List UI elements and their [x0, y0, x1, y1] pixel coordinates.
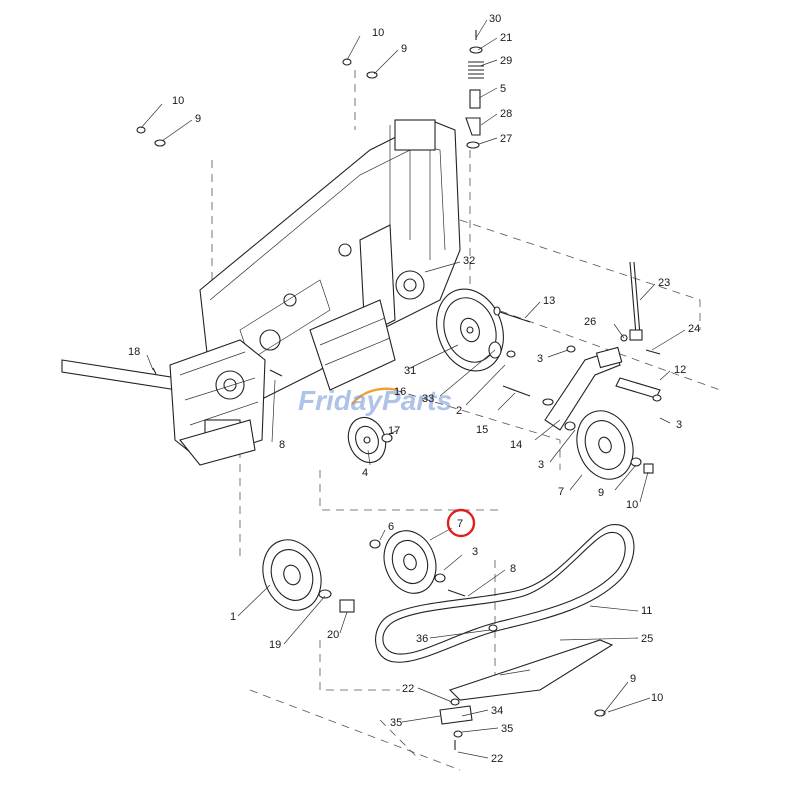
callout-26: 26: [584, 316, 596, 328]
pulley-16: [347, 416, 387, 464]
callout-12: 12: [674, 364, 686, 376]
callout-5: 5: [500, 83, 506, 95]
gearbox-assembly: [61, 339, 266, 466]
callout-25: 25: [641, 633, 653, 645]
assembly-guide-lines: [211, 70, 721, 771]
callout-30: 30: [489, 13, 501, 25]
callout-8-a: 8: [279, 439, 285, 451]
callout-11: 11: [641, 605, 652, 617]
spring-stack: [465, 30, 484, 149]
callout-7-highlighted: 7: [457, 518, 463, 530]
callout-34: 34: [491, 705, 503, 717]
callout-19: 19: [269, 639, 281, 651]
callout-10-top: 10: [372, 27, 384, 39]
callout-6: 6: [388, 521, 394, 533]
callout-24: 24: [688, 323, 700, 335]
highlight-ring: [446, 508, 476, 538]
watermark-text: FridayParts: [298, 385, 452, 416]
idler-arm: [544, 346, 661, 431]
callout-35-a: 35: [390, 717, 402, 729]
callout-4: 4: [362, 467, 368, 479]
callout-9-b: 9: [598, 487, 604, 499]
pulley-1: [262, 539, 322, 611]
callout-1: 1: [230, 611, 236, 623]
callout-17: 17: [388, 425, 400, 437]
callout-36: 36: [416, 633, 428, 645]
callout-3-d: 3: [472, 546, 478, 558]
watermark-swoosh-icon: [351, 387, 399, 405]
pulley-31: [436, 288, 504, 372]
callout-8-b: 8: [510, 563, 516, 575]
callout-3-a: 3: [537, 353, 543, 365]
callout-9-left: 9: [195, 113, 201, 125]
drive-belt: [375, 524, 635, 663]
callout-3-b: 3: [538, 459, 544, 471]
callout-29: 29: [500, 55, 512, 67]
callout-21: 21: [500, 32, 512, 44]
callout-23: 23: [658, 277, 670, 289]
callout-2: 2: [456, 405, 462, 417]
callout-9-top: 9: [401, 43, 407, 55]
callout-9-c: 9: [630, 673, 636, 685]
callout-leader-lines: [140, 19, 686, 759]
callout-13: 13: [543, 295, 555, 307]
callout-32: 32: [463, 255, 475, 267]
belt-guide: [448, 639, 614, 701]
idler-pulley-right: [576, 410, 634, 480]
callout-31: 31: [404, 365, 416, 377]
callout-27: 27: [500, 133, 512, 145]
callout-28: 28: [500, 108, 512, 120]
callout-15: 15: [476, 424, 488, 436]
callout-10-c: 10: [651, 692, 663, 704]
callout-22-a: 22: [402, 683, 414, 695]
watermark: FridayParts: [298, 385, 452, 416]
bracket: [439, 705, 473, 725]
callout-35-b: 35: [501, 723, 513, 735]
adjuster-rod: [629, 261, 643, 341]
callout-3-c: 3: [676, 419, 682, 431]
callout-18: 18: [128, 346, 140, 358]
callout-33: 33: [422, 393, 434, 405]
callout-20: 20: [327, 629, 339, 641]
callout-labels: 30 21 29 5 28 27 10 9 10 9 32 13 23 26 2…: [128, 13, 700, 765]
callout-22-b: 22: [491, 753, 503, 765]
callout-10-left: 10: [172, 95, 184, 107]
pulley-7-highlighted: [383, 530, 437, 594]
callout-14: 14: [510, 439, 522, 451]
callout-7-a: 7: [558, 486, 564, 498]
callout-16: 16: [394, 386, 406, 398]
callout-10-b: 10: [626, 499, 638, 511]
